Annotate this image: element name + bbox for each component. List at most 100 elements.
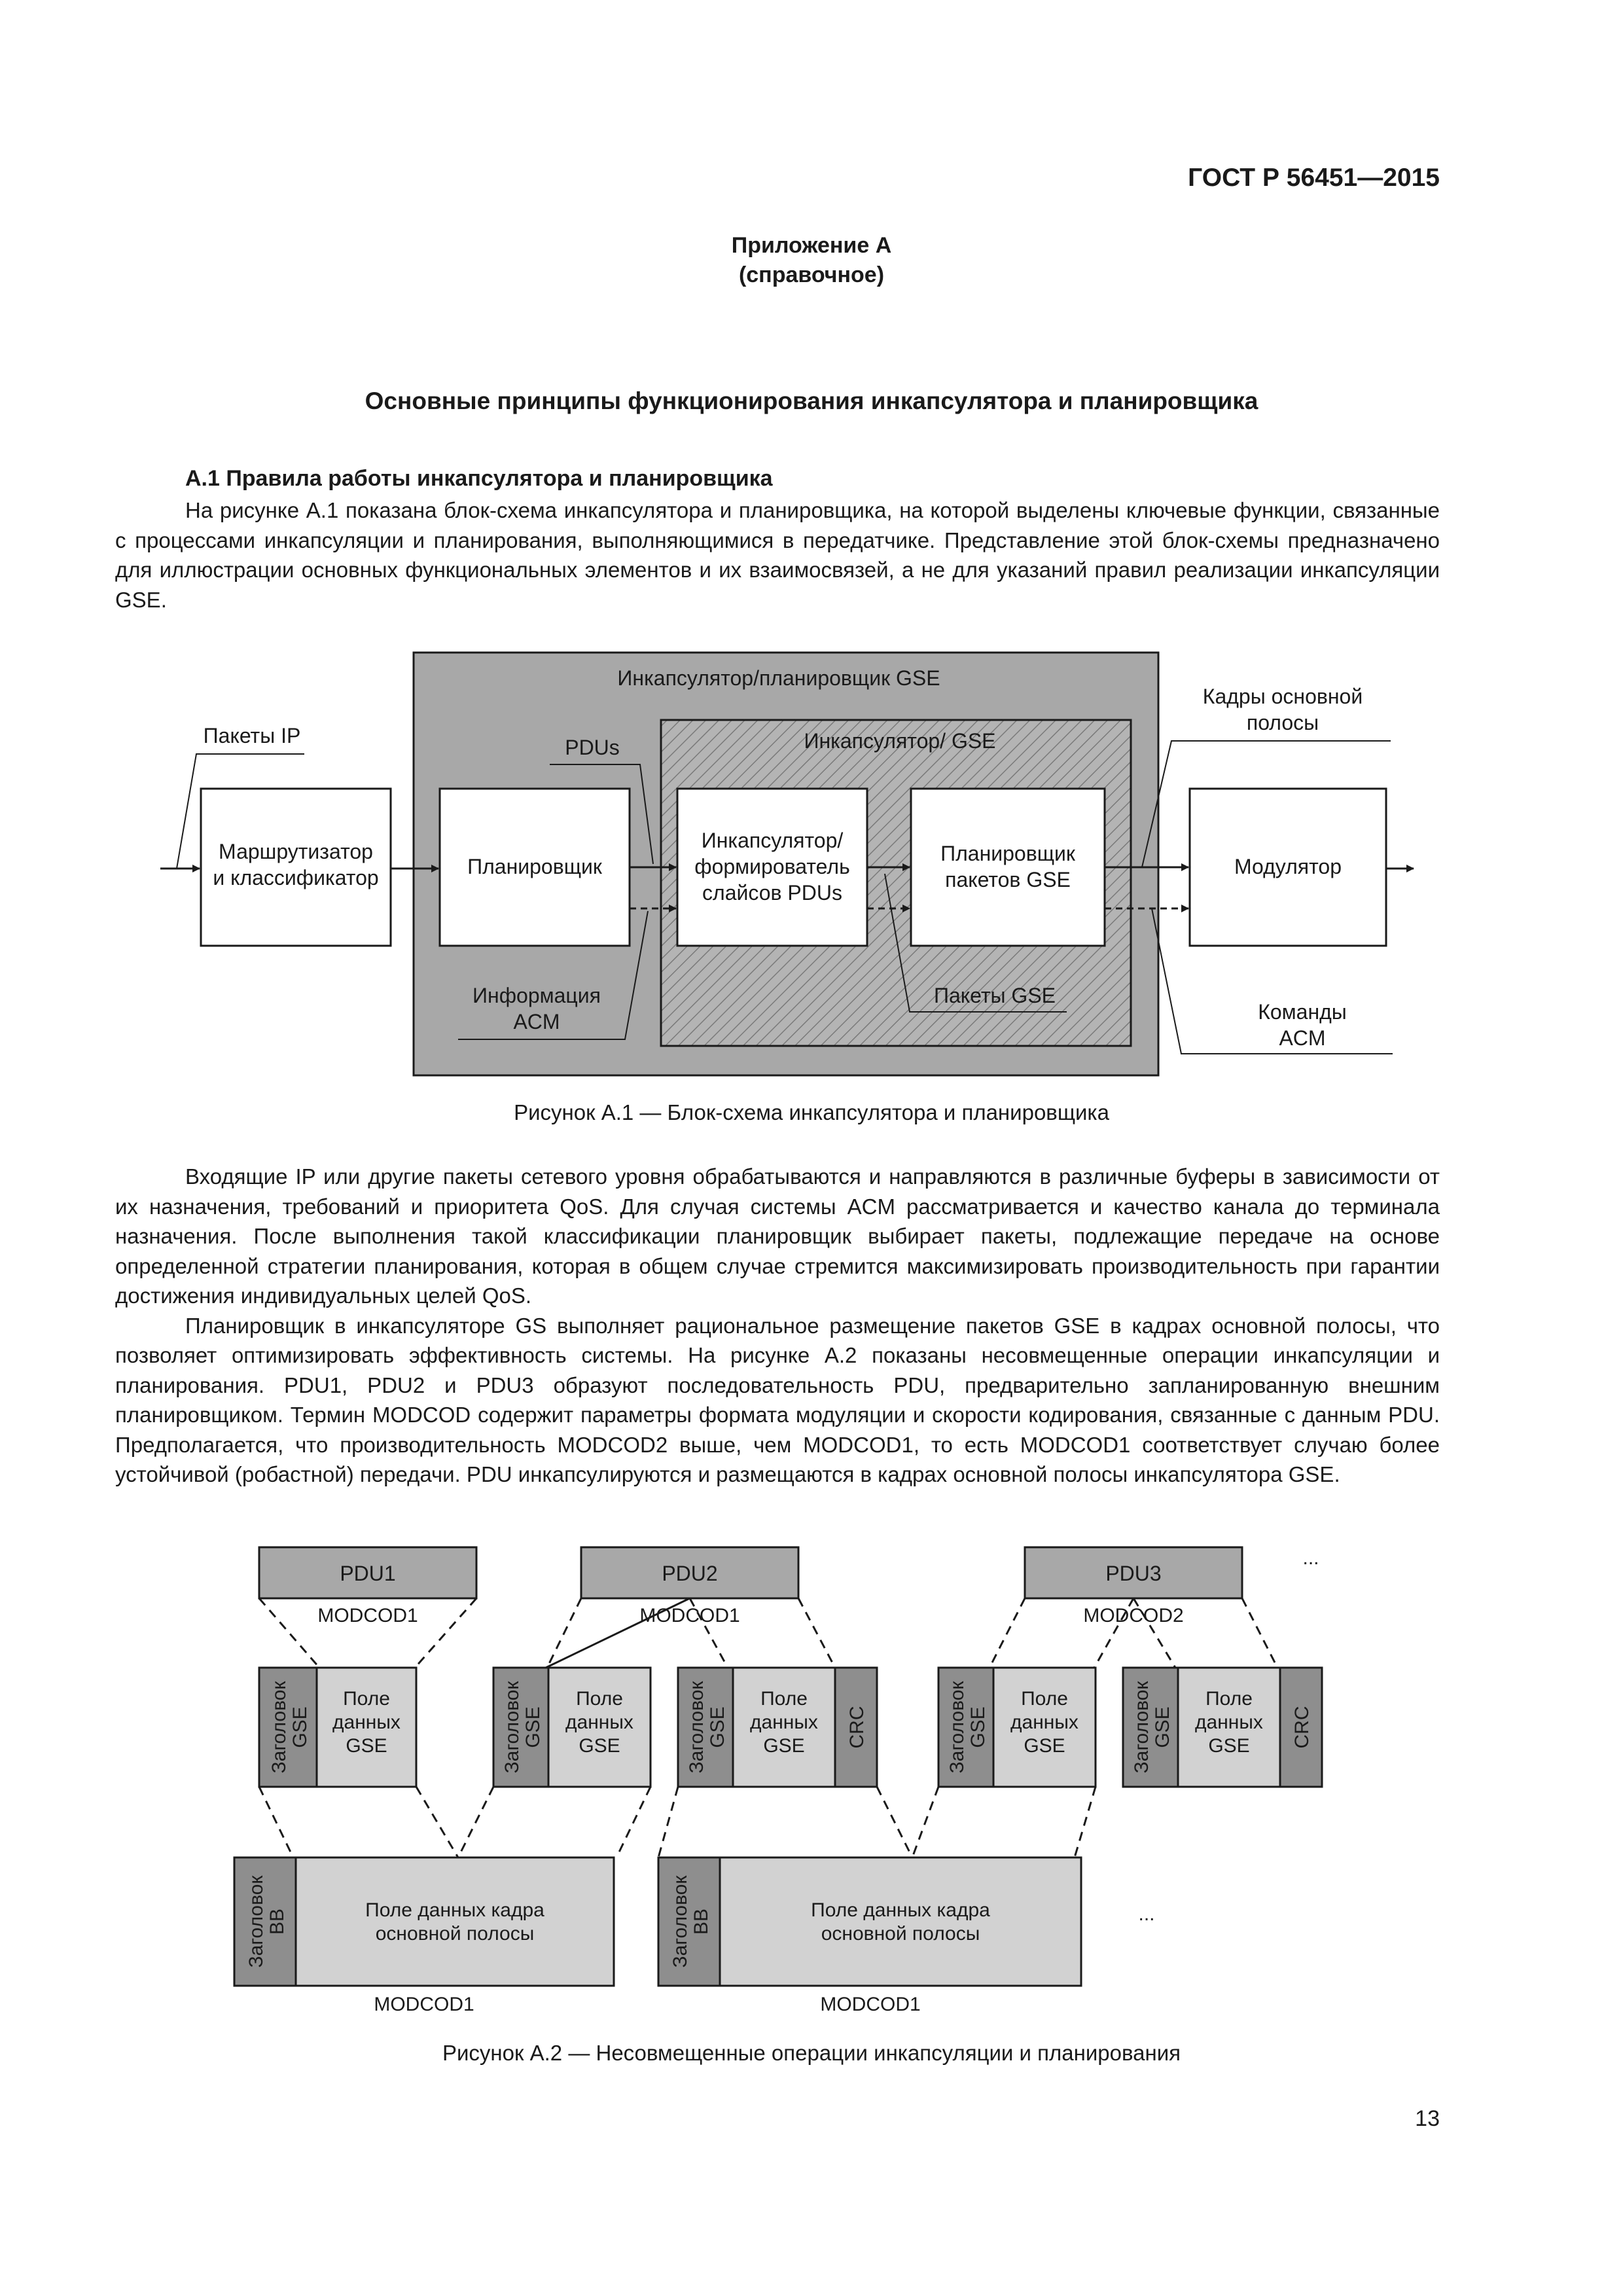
crc-box (834, 1666, 878, 1788)
gse-data-field-box (315, 1666, 418, 1788)
gse-data-field-box (1177, 1666, 1281, 1788)
pdu1-box (258, 1546, 478, 1600)
bb-header-line-2: BB (690, 1909, 712, 1935)
gse-header-line-1: Заголовок (946, 1681, 968, 1774)
bb-frames-label-1: Кадры основной (1203, 685, 1363, 708)
data-field-line-2: данных (750, 1712, 818, 1733)
data-field-line-3: GSE (1208, 1735, 1249, 1757)
modcod-label: MODCOD1 (639, 1605, 740, 1626)
modulator-box (1188, 787, 1387, 947)
gse-scheduler-label-2: пакетов GSE (945, 868, 1071, 891)
bb-data-line-1: Поле данных кадра (811, 1899, 990, 1921)
data-field-line-1: Поле (760, 1688, 808, 1710)
pdu3-label: PDU3 (1105, 1562, 1161, 1585)
gse-header-line-2: GSE (289, 1706, 311, 1748)
pdus-leader (550, 764, 654, 865)
data-field-line-3: GSE (763, 1735, 804, 1757)
gse-header-line-2: GSE (1152, 1706, 1173, 1748)
acm-commands-leader (1151, 908, 1393, 1054)
bb-header-line-1: Заголовок (669, 1875, 691, 1968)
bb-frames-label-2: полосы (1247, 711, 1319, 734)
data-field-line-2: данных (332, 1712, 401, 1733)
pdu2-label: PDU2 (662, 1562, 717, 1585)
figure-a1-block-diagram: Инкапсулятор/планировщик GSE Инкапсулято… (160, 651, 1414, 1077)
data-field-line-2: данных (565, 1712, 633, 1733)
gse-header-box (1122, 1666, 1179, 1788)
body-text: Входящие IP или другие пакеты сетевого у… (115, 1162, 1440, 1490)
gse-header-line-2: GSE (967, 1706, 989, 1748)
acm-commands-label-1: Команды (1258, 1000, 1347, 1024)
bb-header-line-2: BB (266, 1909, 288, 1935)
document-number: ГОСТ Р 56451—2015 (1188, 164, 1440, 192)
gse-packets-label: Пакеты GSE (934, 984, 1056, 1007)
pdu-split-lines (258, 1597, 1279, 1669)
data-field-line-3: GSE (346, 1735, 387, 1757)
outer-frame-label: Инкапсулятор/планировщик GSE (617, 666, 940, 690)
modcod-label: MODCOD2 (1083, 1605, 1183, 1626)
ellipsis-bottom: ... (1138, 1903, 1154, 1925)
gse-packets-leader (884, 873, 1067, 1013)
bb-data-line-1: Поле данных кадра (365, 1899, 544, 1921)
bb-frames-leader (1141, 740, 1391, 868)
router-label-2: и классификатор (213, 866, 378, 889)
gse-header-label: ЗаголовокGSE (946, 1681, 989, 1774)
gse-scheduler-label-1: Планировщик (940, 842, 1076, 865)
modulator-label: Модулятор (1234, 855, 1342, 878)
figure-a2-caption: Рисунок А.2 — Несовмещенные операции инк… (442, 2041, 1181, 2065)
gse-header-line-1: Заголовок (1131, 1681, 1152, 1774)
gse-header-line-1: Заголовок (268, 1681, 290, 1774)
gse-header-line-2: GSE (522, 1706, 544, 1748)
gse-header-box (492, 1666, 550, 1788)
section-title: А.1 Правила работы инкапсулятора и плани… (185, 466, 773, 491)
gse-data-field-box (992, 1666, 1097, 1788)
paragraph-text: Планировщик в инкапсуляторе GS выполняет… (115, 1313, 1440, 1487)
gse-header-label: ЗаголовокGSE (1131, 1681, 1173, 1774)
gse-header-box (677, 1666, 734, 1788)
gse-header-label: ЗаголовокGSE (501, 1681, 544, 1774)
page-number: 13 (1415, 2106, 1440, 2131)
bb-data-line-2: основной полосы (821, 1923, 980, 1945)
encapsulator-slicer-box (676, 787, 868, 947)
pdus-label: PDUs (565, 736, 620, 759)
ip-packets-label: Пакеты IP (204, 724, 301, 747)
paragraph-text: На рисунке А.1 показана блок-схема инкап… (115, 498, 1440, 612)
scheduler-label: Планировщик (467, 855, 603, 878)
gse-header-label: ЗаголовокGSE (268, 1681, 311, 1774)
modcod-label: MODCOD1 (317, 1605, 418, 1626)
page-title: Основные принципы функционирования инкап… (365, 387, 1258, 414)
acm-info-label-1: Информация (473, 984, 601, 1007)
figure-a2-diagram: PDU1 PDU2 PDU3 ... MODCOD1 MODCOD1 MODCO… (233, 1546, 1323, 2015)
acm-info-label-2: ACM (513, 1010, 560, 1033)
gse-header-label: ЗаголовокGSE (686, 1681, 728, 1774)
bb-header-line-1: Заголовок (245, 1875, 267, 1968)
data-field-line-3: GSE (1024, 1735, 1065, 1757)
crc-label: CRC (846, 1706, 868, 1749)
bb-join-lines (258, 1786, 1097, 1858)
pdu1-label: PDU1 (340, 1562, 395, 1585)
modcod-label: MODCOD1 (374, 1994, 474, 2015)
gse-header-line-1: Заголовок (686, 1681, 707, 1774)
appendix-title: Приложение А (731, 233, 892, 258)
bb-header-box (233, 1856, 297, 1987)
encapsulator-label-2: формирователь (694, 855, 850, 878)
scheduler-box (438, 787, 631, 947)
gse-data-field-box (547, 1666, 652, 1788)
data-field-line-1: Поле (1021, 1688, 1068, 1710)
appendix-subtitle: (справочное) (738, 262, 885, 287)
data-field-line-2: данных (1195, 1712, 1263, 1733)
crc-box (1279, 1666, 1323, 1788)
inner-frame-label: Инкапсулятор/ GSE (804, 729, 995, 753)
bb-header-label: ЗаголовокBB (669, 1875, 712, 1968)
data-field-line-2: данных (1010, 1712, 1079, 1733)
gse-packet-scheduler-box (910, 787, 1106, 947)
data-field-line-1: Поле (576, 1688, 623, 1710)
gse-header-line-1: Заголовок (501, 1681, 523, 1774)
data-field-line-3: GSE (579, 1735, 620, 1757)
intro-paragraph: На рисунке А.1 показана блок-схема инкап… (115, 495, 1440, 615)
router-label-1: Маршрутизатор (219, 840, 373, 863)
gse-header-box (937, 1666, 995, 1788)
router-classifier-box (200, 787, 392, 947)
bb-data-line-2: основной полосы (376, 1923, 535, 1945)
pdu2-box (580, 1546, 800, 1600)
bb-data-field-box (294, 1856, 615, 1987)
